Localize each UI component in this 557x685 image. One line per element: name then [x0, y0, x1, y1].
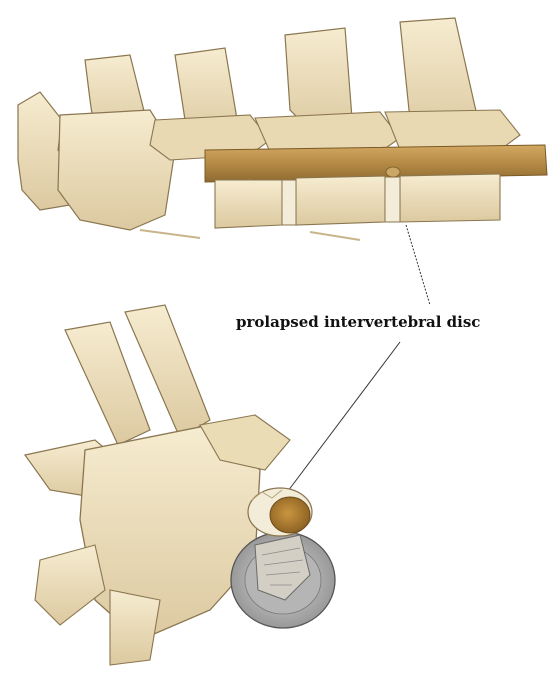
- vertebral-body-4: [400, 174, 500, 222]
- axial-vertebra-view: [25, 305, 335, 665]
- vertebral-arch-4: [385, 110, 520, 150]
- vertebral-arch-3: [255, 112, 400, 152]
- disc-prolapse-lateral: [386, 167, 400, 177]
- nucleus-pulposus: [270, 497, 310, 533]
- vertebral-body-2: [215, 180, 282, 228]
- callout-label: prolapsed intervertebral disc: [236, 313, 480, 331]
- pedicle-lower: [110, 590, 160, 665]
- transverse-process-lower-left: [35, 545, 105, 625]
- leader-line-top: [406, 225, 430, 305]
- leader-line-bottom: [285, 342, 400, 495]
- disc-2: [385, 177, 400, 222]
- lateral-spine-view: [18, 18, 547, 240]
- disc-1: [282, 180, 296, 225]
- vertebral-body-3: [296, 176, 385, 225]
